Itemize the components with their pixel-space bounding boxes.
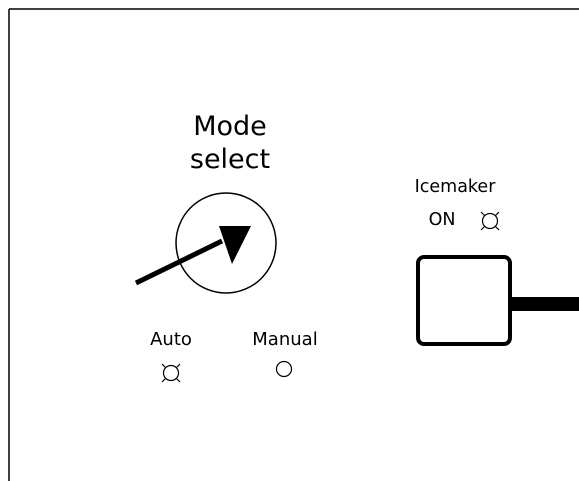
mode-select-title-line2: select — [189, 144, 271, 175]
manual-label: Manual — [252, 329, 318, 350]
mode-select-dial[interactable] — [175, 192, 277, 294]
icemaker-on-label: ON — [428, 210, 456, 230]
icemaker-on-indicator-icon — [480, 211, 500, 231]
manual-indicator-icon — [275, 360, 293, 378]
icemaker-button-stem — [510, 297, 579, 311]
icemaker-label: Icemaker — [414, 177, 496, 197]
arrow-pointer-icon — [134, 226, 251, 286]
mode-select-title: Mode select — [170, 110, 290, 176]
mode-select-title-line1: Mode — [193, 111, 267, 142]
auto-indicator-icon — [161, 363, 181, 383]
auto-label: Auto — [150, 329, 192, 350]
icemaker-button[interactable] — [416, 255, 512, 346]
